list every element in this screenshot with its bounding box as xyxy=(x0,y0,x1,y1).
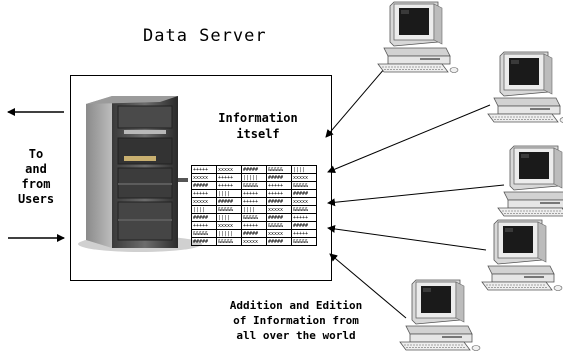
users-label: To and from Users xyxy=(14,147,58,207)
information-label: Information itself xyxy=(210,110,306,142)
users-label-line-1: To xyxy=(28,147,44,161)
table-row: +++++||||++++++++++##### xyxy=(191,189,317,198)
table-row: +++++xxxxx#####&&&&&|||| xyxy=(191,165,317,174)
users-label-line-4: Users xyxy=(17,192,55,206)
arrow-pc-1 xyxy=(325,67,386,138)
arrow-pc-2 xyxy=(327,104,491,174)
table-row: xxxxx+++++|||||#####xxxxx xyxy=(191,173,317,182)
world-caption-line-2: of Information from xyxy=(233,314,359,327)
world-caption-line-1: Addition and Edition xyxy=(229,299,363,312)
information-label-line-1: Information xyxy=(218,111,298,125)
table-row: ||||&&&&&||||xxxxx&&&&& xyxy=(191,205,317,214)
diagram-title: Data Server xyxy=(143,26,267,46)
table-row: #####&&&&&xxxxx#####&&&&& xyxy=(191,237,317,246)
table-row: xxxxx#####+++++#####xxxxx xyxy=(191,197,317,206)
table-cell: &&&&& xyxy=(291,237,317,246)
arrow-pc-4 xyxy=(327,225,487,251)
desktop-computer-icon xyxy=(377,1,459,73)
desktop-computer-icon xyxy=(497,145,563,217)
users-label-line-3: from xyxy=(21,177,51,191)
arrow-pc-3 xyxy=(327,184,505,207)
desktop-computer-icon xyxy=(399,279,481,351)
users-label-line-2: and xyxy=(25,162,47,176)
information-label-line-2: itself xyxy=(236,127,280,141)
desktop-computer-icon xyxy=(481,219,563,291)
world-caption: Addition and Edition of Information from… xyxy=(216,298,376,343)
world-caption-line-3: all over the world xyxy=(236,329,356,342)
information-table: +++++xxxxx#####&&&&&||||xxxxx+++++|||||#… xyxy=(191,165,317,246)
table-row: +++++xxxxx+++++&&&&&##### xyxy=(191,221,317,230)
arrow-pc-5 xyxy=(329,253,407,319)
desktop-computer-icon xyxy=(487,51,563,123)
